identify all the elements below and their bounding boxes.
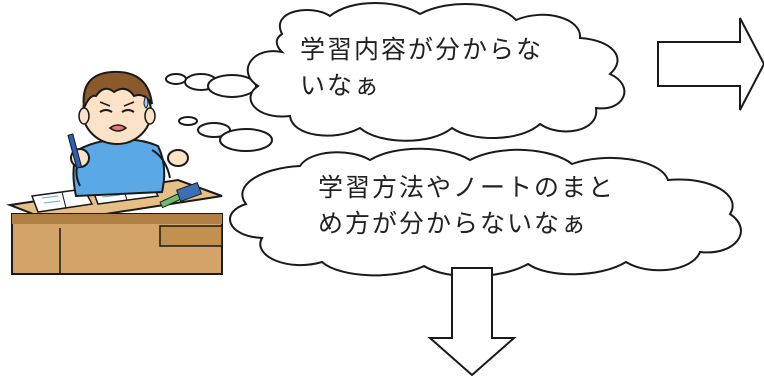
thought-cloud-top [246, 2, 626, 142]
thought-text-top: 学習内容が分からな いなぁ [300, 32, 543, 104]
thought-text-bottom: 学習方法やノートのまと め方が分からないなぁ [318, 170, 615, 242]
thought-text-bottom-line2: め方が分からないなぁ [318, 209, 589, 238]
thought-dots-bottom [178, 116, 273, 152]
thought-dots-top [165, 73, 257, 98]
thought-text-top-line1: 学習内容が分からな [300, 35, 544, 64]
arrow-down-icon [427, 267, 517, 376]
thought-text-top-line2: いなぁ [300, 71, 382, 100]
thought-cloud-bottom [229, 147, 742, 278]
thinking-boy-illustration [6, 70, 223, 275]
arrow-right-icon [657, 17, 764, 111]
thought-text-bottom-line1: 学習方法やノートのまと [318, 173, 616, 202]
